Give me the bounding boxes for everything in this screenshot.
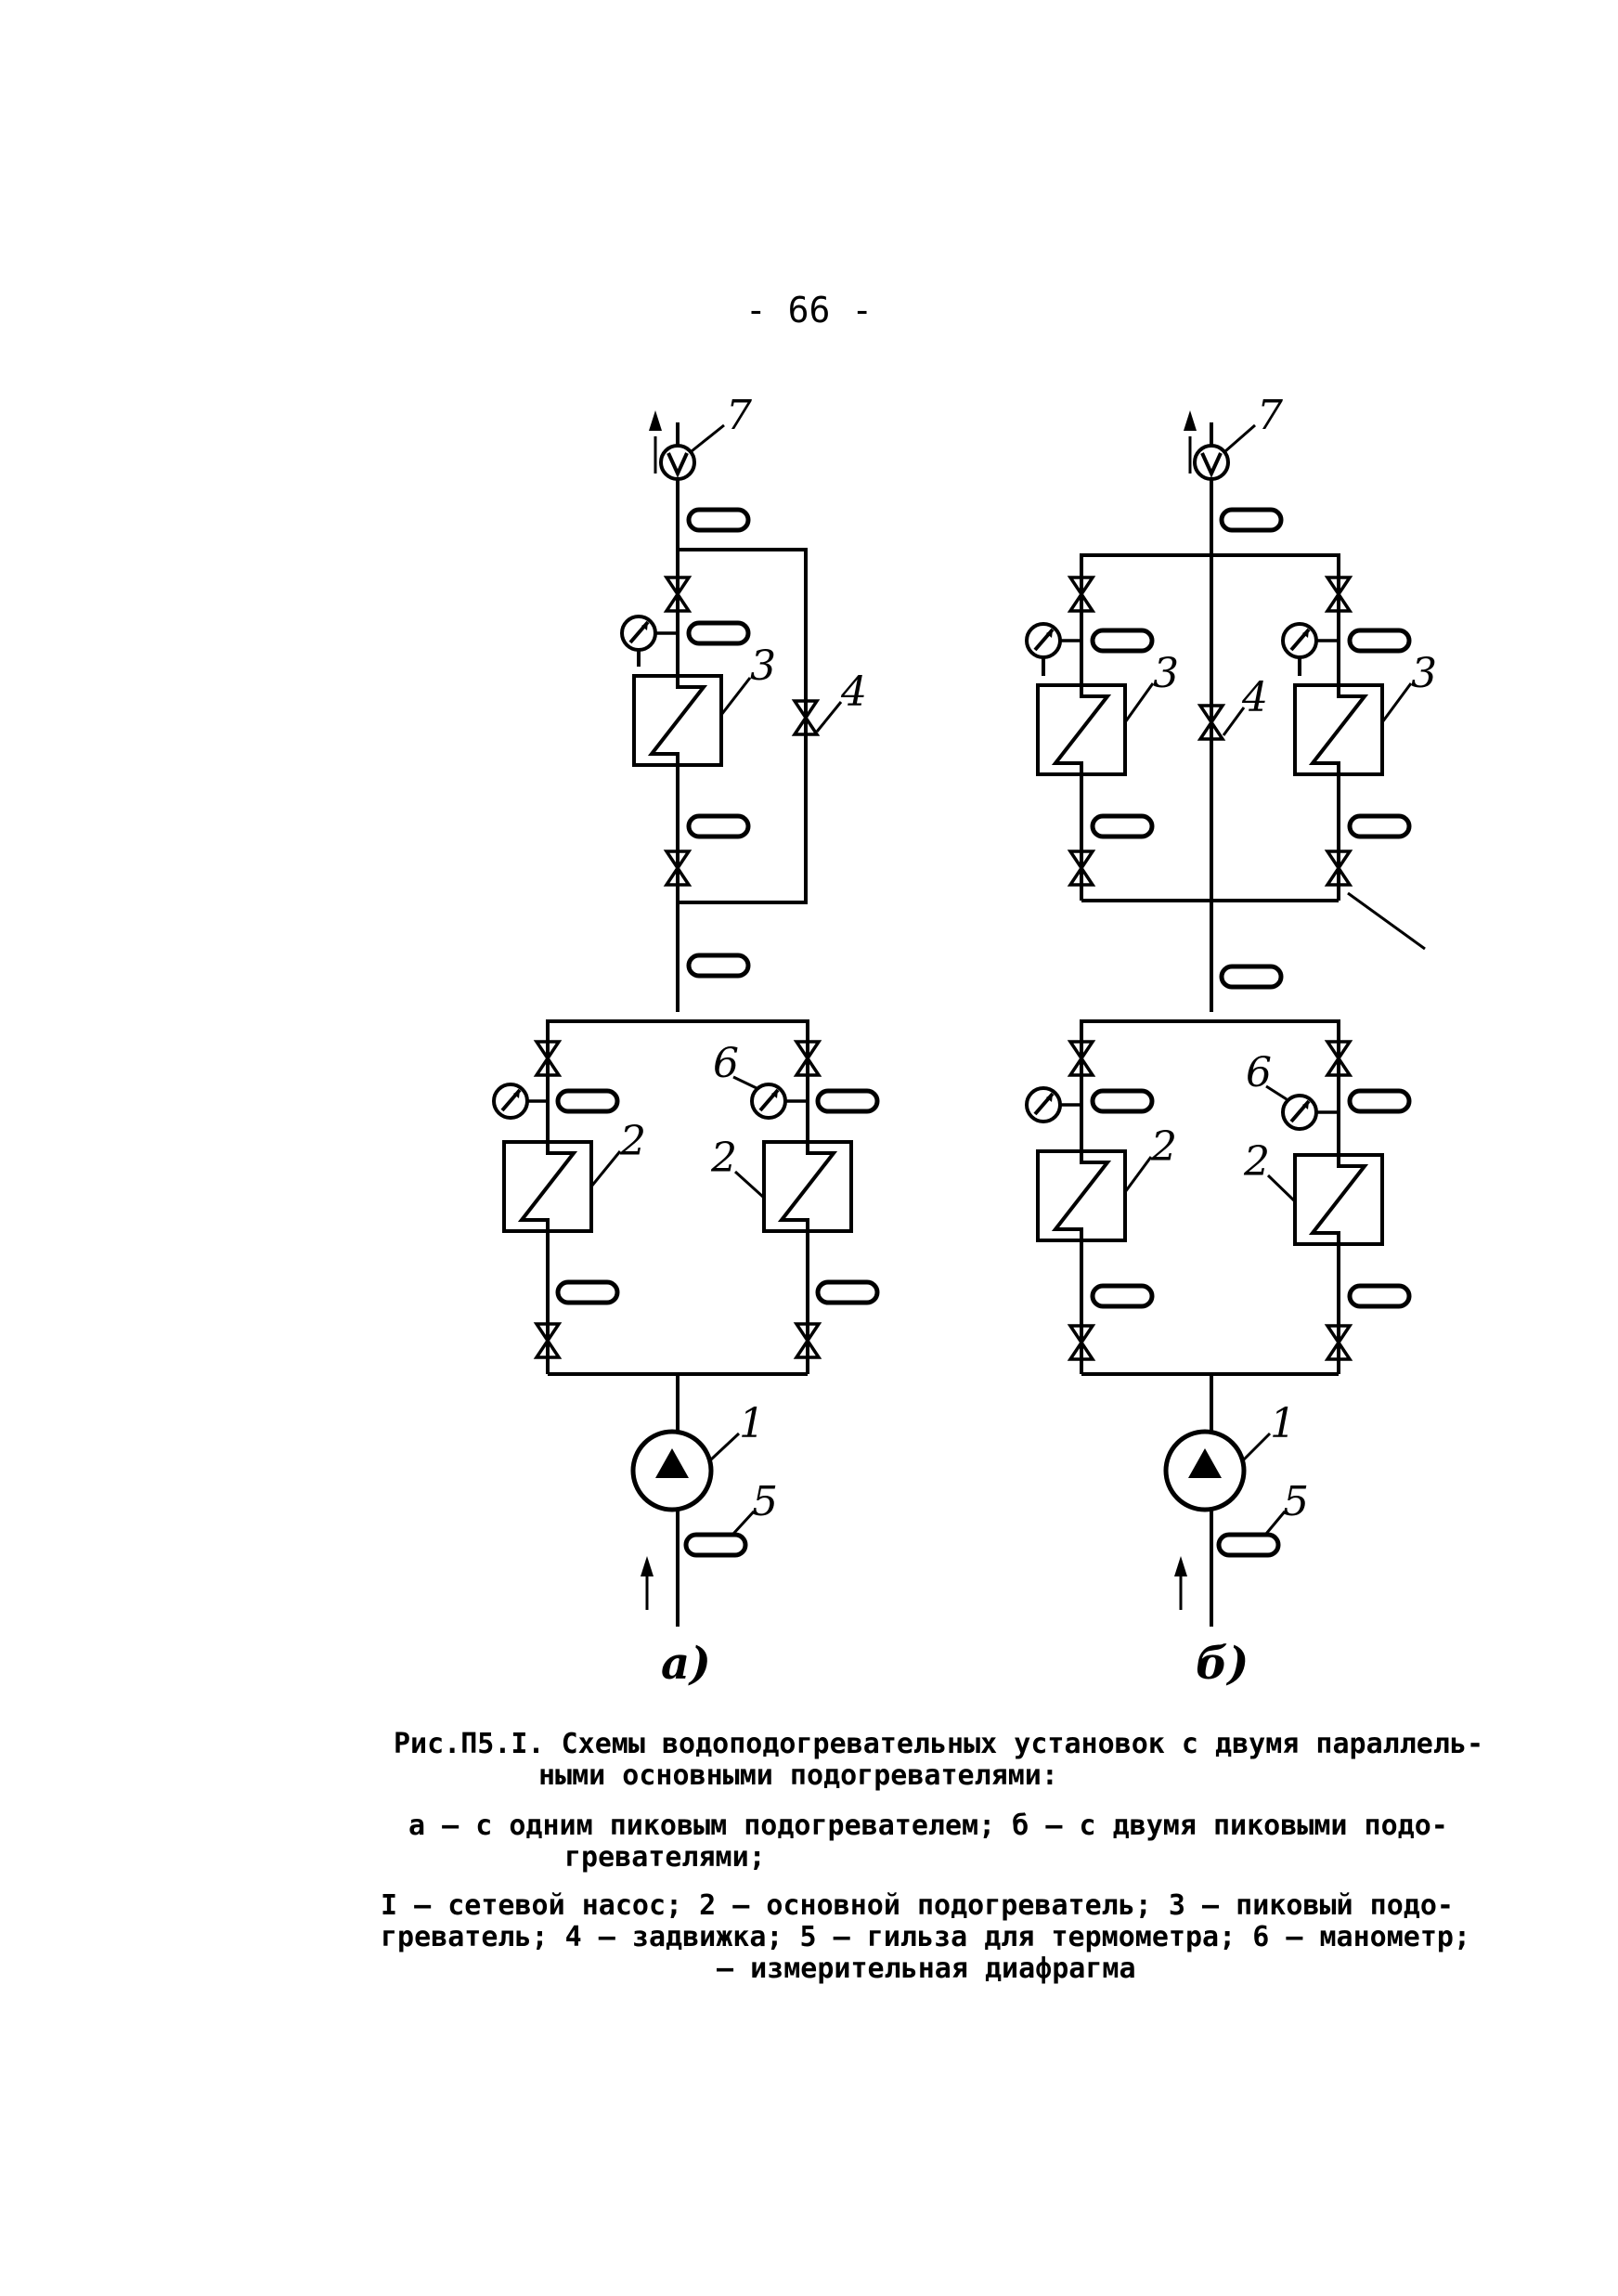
- network-pump-icon: [1163, 1429, 1247, 1512]
- label-4: 4: [840, 668, 867, 716]
- label-5: 5: [752, 1478, 778, 1525]
- thermometer-icon: [818, 1282, 877, 1303]
- label-2: 2: [710, 1135, 737, 1182]
- main-heater-left: [502, 1120, 593, 1253]
- thermometer-icon: [689, 816, 748, 837]
- scheme-b: 7 4 3 3: [1025, 392, 1437, 1690]
- label-2: 2: [1243, 1138, 1270, 1186]
- thermometer-icon: [689, 623, 748, 643]
- thermometer-icon: [1350, 1286, 1409, 1306]
- thermometer-icon: [1350, 1091, 1409, 1111]
- label-7: 7: [726, 392, 752, 439]
- inlet-arrow-icon: [641, 1556, 654, 1610]
- peak-heater-left: [1036, 661, 1127, 798]
- pressure-gauge-icon: [1281, 622, 1340, 659]
- orifice-leader-line: [1347, 891, 1426, 951]
- caption-title-line2: ными основными подогревателями:: [538, 1759, 1058, 1792]
- scheme-a: 7 4 3 6: [492, 392, 877, 1690]
- page-number: - 66 -: [744, 290, 874, 331]
- thermometer-icon: [558, 1282, 617, 1303]
- network-pump-icon: [630, 1429, 714, 1512]
- pressure-gauge-icon: [492, 1083, 551, 1120]
- label-6: 6: [713, 1040, 739, 1087]
- label-2: 2: [619, 1118, 646, 1165]
- inlet-arrow-icon: [1174, 1556, 1187, 1610]
- outlet-arrow-icon: [1184, 410, 1197, 473]
- thermometer-icon: [686, 1535, 745, 1555]
- label-7: 7: [1257, 392, 1283, 439]
- flow-meter-icon: [659, 444, 696, 481]
- label-2: 2: [1150, 1123, 1177, 1171]
- label-3: 3: [750, 642, 776, 690]
- thermometer-icon: [818, 1091, 877, 1111]
- peak-heater-right: [1293, 661, 1384, 798]
- thermometer-icon: [558, 1091, 617, 1111]
- subfigure-label-b: б): [1196, 1638, 1249, 1690]
- thermometer-icon: [1093, 816, 1152, 837]
- thermometer-icon: [1219, 1535, 1278, 1555]
- main-heater-left: [1036, 1123, 1127, 1263]
- caption-variants-line2: гревателями;: [564, 1841, 766, 1874]
- label-3: 3: [1411, 650, 1437, 697]
- label-3: 3: [1153, 650, 1179, 697]
- outlet-arrow-icon: [649, 410, 662, 473]
- caption-legend-line1: I – сетевой насос; 2 – основной подогрев…: [381, 1889, 1454, 1922]
- pressure-gauge-icon: [1281, 1094, 1340, 1131]
- peak-heater: [632, 650, 723, 789]
- thermometer-icon: [689, 510, 748, 530]
- thermometer-icon: [1093, 1286, 1152, 1306]
- thermometer-icon: [1350, 630, 1409, 651]
- caption-legend-line2: греватель; 4 – задвижка; 5 – гильза для …: [381, 1921, 1470, 1953]
- subfigure-label-a: a): [661, 1638, 711, 1690]
- caption-variants-line1: а – с одним пиковым подогревателем; б – …: [408, 1810, 1448, 1842]
- thermometer-icon: [1093, 630, 1152, 651]
- main-heater-right: [762, 1120, 853, 1253]
- caption-legend-line3: – измерительная диафрагма: [717, 1952, 1136, 1985]
- pressure-gauge-icon: [1025, 622, 1084, 659]
- thermometer-icon: [1222, 510, 1281, 530]
- label-5: 5: [1283, 1478, 1309, 1525]
- caption-title-line1: Рис.П5.I. Схемы водоподогревательных уст…: [394, 1728, 1483, 1760]
- thermometer-icon: [1222, 966, 1281, 987]
- thermometer-icon: [689, 955, 748, 976]
- flow-meter-icon: [1193, 444, 1230, 481]
- label-1: 1: [739, 1400, 765, 1447]
- pressure-gauge-icon: [620, 615, 680, 652]
- main-heater-right: [1293, 1131, 1384, 1266]
- pressure-gauge-icon: [750, 1083, 809, 1120]
- label-1: 1: [1270, 1400, 1296, 1447]
- pressure-gauge-icon: [1025, 1086, 1084, 1123]
- label-4: 4: [1241, 674, 1268, 721]
- thermometer-icon: [1093, 1091, 1152, 1111]
- label-6: 6: [1246, 1049, 1272, 1096]
- thermometer-icon: [1350, 816, 1409, 837]
